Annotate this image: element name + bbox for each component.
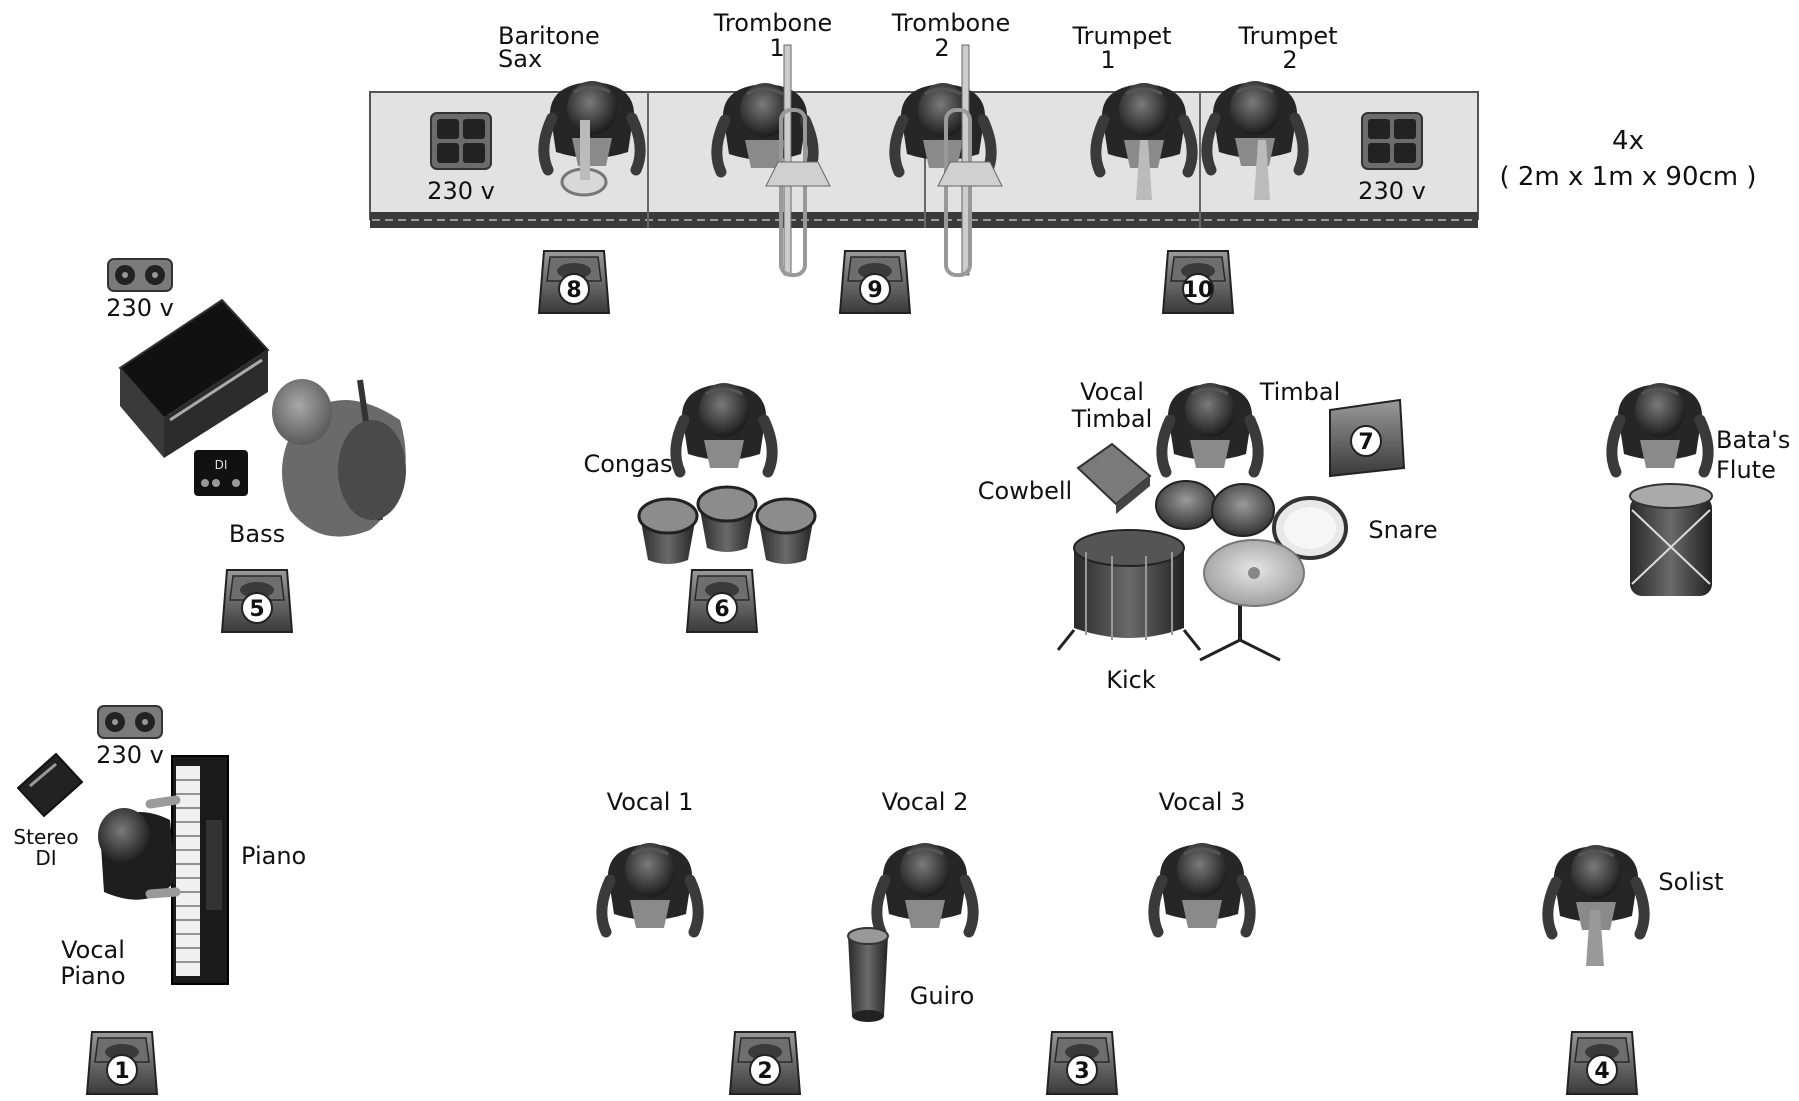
kick-drum xyxy=(1056,529,1202,651)
snare-label: Snare xyxy=(1368,516,1437,544)
riser-count-label: 4x xyxy=(1612,126,1644,156)
trumpet-1-player xyxy=(1096,83,1192,200)
riser-power-label-left: 230 v xyxy=(427,177,495,205)
riser-power-label-right: 230 v xyxy=(1358,177,1426,205)
bass-player xyxy=(272,379,406,537)
monitor-1-number: 1 xyxy=(114,1059,129,1084)
trombone-1-player xyxy=(717,44,831,277)
monitor-2: 2 xyxy=(729,1031,801,1095)
snare-drum xyxy=(1272,496,1348,560)
baritone-sax-player xyxy=(544,81,640,197)
monitor-2-number: 2 xyxy=(757,1059,772,1084)
vocal-piano-label-line2: Piano xyxy=(60,962,125,990)
vocal-2-label: Vocal 2 xyxy=(882,788,969,816)
baritone-sax-label-line1: Baritone xyxy=(498,22,600,50)
timbal-label: Timbal xyxy=(1259,378,1341,406)
bass-label: Bass xyxy=(229,520,285,548)
monitor-6-number: 6 xyxy=(714,597,729,622)
riser-dimensions-label: ( 2m x 1m x 90cm ) xyxy=(1499,162,1756,192)
baritone-sax-label-line2: Sax xyxy=(498,45,542,73)
vocal-2-singer xyxy=(877,843,973,932)
monitor-3: 3 xyxy=(1046,1031,1118,1095)
monitor-7: 7 xyxy=(1329,398,1406,478)
stereo-di-label-line2: DI xyxy=(35,846,56,870)
trumpet-1-label-line2: 1 xyxy=(1100,46,1115,74)
stereo-di-box xyxy=(16,752,84,818)
bass-power-outlet xyxy=(107,258,173,292)
kick-label: Kick xyxy=(1106,666,1156,694)
monitor-4-number: 4 xyxy=(1594,1059,1609,1084)
congas-label: Congas xyxy=(583,450,672,478)
trumpet-2-label-line1: Trumpet xyxy=(1238,22,1338,50)
trombone-2-label-line1: Trombone xyxy=(891,9,1010,37)
monitor-5: 5 xyxy=(221,569,293,633)
trombone-2-player xyxy=(895,44,1003,277)
bass-power-label: 230 v xyxy=(106,294,174,322)
piano-keyboard xyxy=(171,755,229,985)
monitor-4: 4 xyxy=(1566,1031,1638,1095)
trombone-1-label-line1: Trombone xyxy=(713,9,832,37)
bass-di-box-label: DI xyxy=(215,458,228,472)
vocal-timbal-label-line1: Vocal xyxy=(1080,378,1144,406)
monitor-3-number: 3 xyxy=(1074,1059,1089,1084)
solist-label: Solist xyxy=(1658,868,1723,896)
piano-power-label: 230 v xyxy=(96,741,164,769)
vocal-timbal-label-line2: Timbal xyxy=(1071,405,1153,433)
monitor-9: 9 xyxy=(839,250,911,314)
cowbell-label: Cowbell xyxy=(978,477,1072,505)
timbales xyxy=(1155,480,1275,537)
monitor-10-number: 10 xyxy=(1183,278,1214,303)
batas-flute-player xyxy=(1612,383,1712,596)
vocal-3-label: Vocal 3 xyxy=(1159,788,1246,816)
monitor-8-number: 8 xyxy=(566,278,581,303)
guiro xyxy=(847,927,889,1022)
monitor-8: 8 xyxy=(538,250,610,314)
monitor-10: 10 xyxy=(1162,250,1234,314)
vocal-1-label: Vocal 1 xyxy=(607,788,694,816)
cymbal xyxy=(1199,539,1305,662)
monitor-7-number: 7 xyxy=(1358,430,1373,455)
riser-power-outlet-left xyxy=(430,112,492,170)
guiro-label: Guiro xyxy=(910,982,975,1010)
vocal-3-singer xyxy=(1154,843,1250,932)
solist-singer xyxy=(1548,845,1644,966)
riser-power-outlet-right xyxy=(1361,112,1423,170)
monitor-1: 1 xyxy=(86,1031,158,1095)
trumpet-2-player xyxy=(1207,81,1303,200)
bass-di-box: DI xyxy=(194,450,248,496)
piano-label: Piano xyxy=(241,842,306,870)
trombone-2-label-line2: 2 xyxy=(934,34,949,62)
piano-power-outlet xyxy=(97,705,163,739)
trumpet-2-label-line2: 2 xyxy=(1282,46,1297,74)
trombone-1-label-line2: 1 xyxy=(769,34,784,62)
batas-flute-label-line1: Bata's xyxy=(1716,426,1790,454)
trumpet-1-label-line1: Trumpet xyxy=(1072,22,1172,50)
monitor-9-number: 9 xyxy=(867,278,882,303)
monitor-6: 6 xyxy=(686,569,758,633)
cowbell xyxy=(1076,442,1152,514)
batas-flute-label-line2: Flute xyxy=(1716,456,1776,484)
stereo-di-label-line1: Stereo xyxy=(13,825,78,849)
bass-amp xyxy=(118,298,270,458)
timbal-player xyxy=(1162,383,1258,472)
monitor-5-number: 5 xyxy=(249,597,264,622)
vocal-1-singer xyxy=(602,843,698,932)
piano-player xyxy=(98,795,181,900)
vocal-piano-label-line1: Vocal xyxy=(61,936,125,964)
